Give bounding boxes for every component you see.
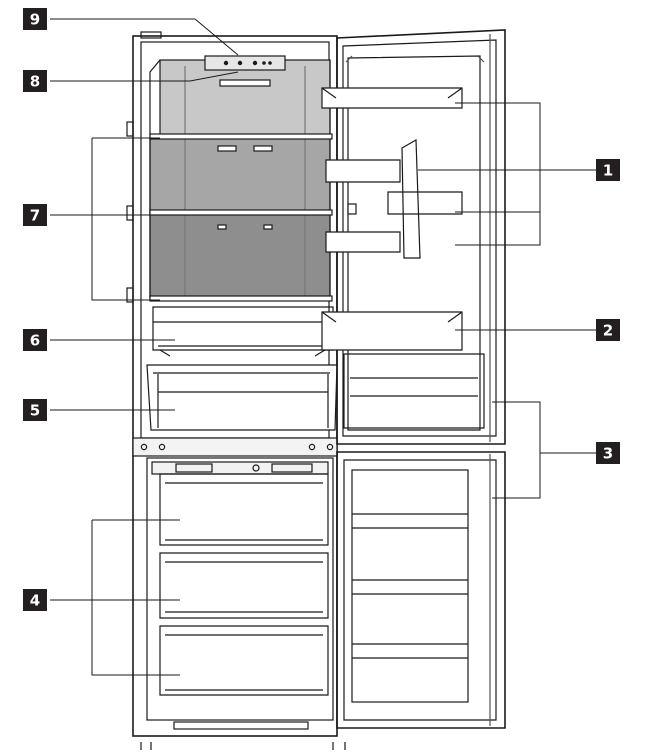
callout-5: 5 bbox=[23, 399, 47, 421]
leader-line-1 bbox=[418, 102, 596, 246]
callout-4-number: 4 bbox=[30, 592, 40, 610]
callout-8: 8 bbox=[23, 70, 47, 92]
crisper-drawer bbox=[146, 364, 338, 431]
callout-8-number: 8 bbox=[30, 73, 40, 91]
callout-7-number: 7 bbox=[30, 207, 40, 225]
leader-line-8 bbox=[50, 71, 239, 82]
freezer-door bbox=[336, 451, 506, 729]
leader-lines bbox=[50, 18, 596, 676]
callout-5-number: 5 bbox=[30, 402, 40, 420]
leader-line-9 bbox=[50, 18, 239, 56]
leader-line-4 bbox=[50, 519, 180, 676]
fridge-door bbox=[321, 29, 506, 445]
fridge-interior bbox=[149, 59, 331, 299]
freezer-compartment bbox=[140, 457, 346, 750]
callout-tags: 9 8 7 6 5 4 1 2 bbox=[23, 8, 620, 611]
control-panel bbox=[204, 55, 286, 71]
callout-6-number: 6 bbox=[30, 332, 40, 350]
callout-1: 1 bbox=[596, 159, 620, 181]
interior-light bbox=[219, 79, 271, 87]
cabinet-body bbox=[126, 31, 338, 737]
callout-9: 9 bbox=[23, 8, 47, 30]
callout-1-number: 1 bbox=[603, 162, 613, 180]
glass-shelves bbox=[149, 133, 333, 302]
callout-2-number: 2 bbox=[603, 322, 613, 340]
callout-7: 7 bbox=[23, 204, 47, 226]
callout-9-number: 9 bbox=[30, 11, 40, 29]
callout-3-number: 3 bbox=[603, 445, 613, 463]
callout-3: 3 bbox=[596, 442, 620, 464]
leader-line-3 bbox=[492, 401, 596, 499]
callout-6: 6 bbox=[23, 329, 47, 351]
crisper-cover-shelf bbox=[152, 306, 334, 357]
callout-4: 4 bbox=[23, 589, 47, 611]
callout-2: 2 bbox=[596, 319, 620, 341]
leader-line-7 bbox=[50, 137, 160, 301]
